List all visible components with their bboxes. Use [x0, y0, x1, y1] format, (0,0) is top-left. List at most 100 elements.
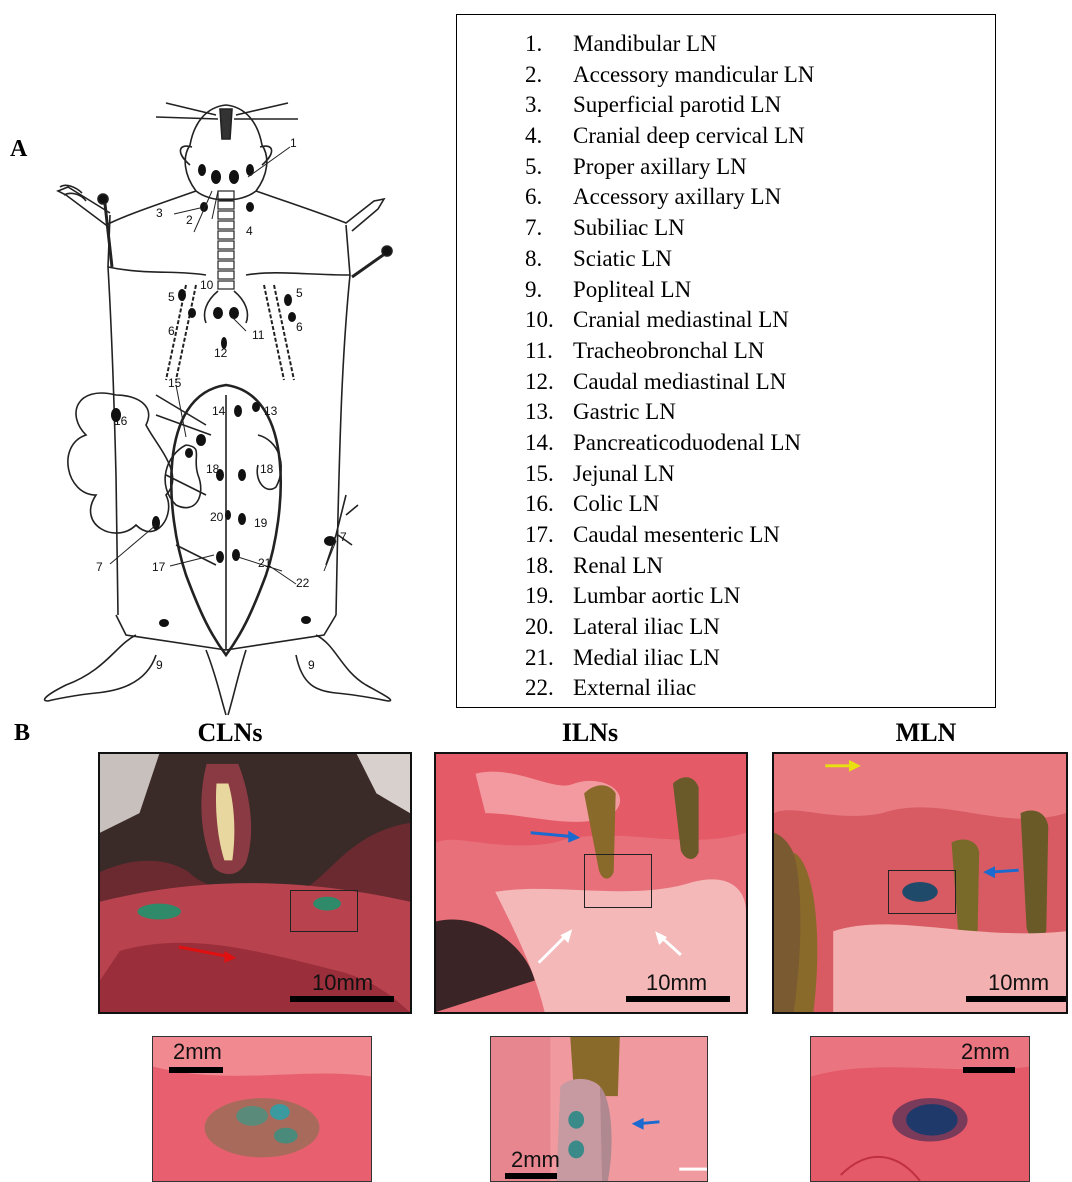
legend-item-number: 18. — [525, 551, 573, 582]
diagram-label-10: 10 — [200, 278, 214, 292]
diagram-label-11: 11 — [252, 328, 265, 342]
cln-inset-scale-bar — [169, 1067, 223, 1073]
legend-item-name: Gastric LN — [573, 397, 676, 428]
legend-item: 19.Lumbar aortic LN — [525, 581, 814, 612]
legend-item-name: Colic LN — [573, 489, 659, 520]
iln-inset-photo: 2mm — [490, 1036, 708, 1182]
legend-item-number: 12. — [525, 367, 573, 398]
legend-item-number: 14. — [525, 428, 573, 459]
legend-item-name: Cranial deep cervical LN — [573, 121, 805, 152]
legend-item: 14.Pancreaticoduodenal LN — [525, 428, 814, 459]
diagram-label-18: 18 — [206, 462, 220, 476]
mln-inset-scale-bar — [963, 1067, 1015, 1073]
legend-item-number: 11. — [525, 336, 573, 367]
legend-item-number: 5. — [525, 152, 573, 183]
iln-photo: 10mm — [434, 752, 748, 1014]
legend-item-name: Medial iliac LN — [573, 643, 720, 674]
panel-b-letter: B — [14, 720, 30, 747]
legend-item-name: Lumbar aortic LN — [573, 581, 740, 612]
legend-item: 1.Mandibular LN — [525, 29, 814, 60]
legend-item: 2.Accessory mandicular LN — [525, 60, 814, 91]
legend-item-name: Subiliac LN — [573, 213, 685, 244]
rat-anatomy-diagram: 1 2 3 4 5 5 6 6 7 7 9 9 10 11 12 13 14 1… — [6, 95, 446, 720]
legend-item: 3.Superficial parotid LN — [525, 90, 814, 121]
legend-item: 17.Caudal mesenteric LN — [525, 520, 814, 551]
legend-item-number: 3. — [525, 90, 573, 121]
column-title-ilns: ILNs — [510, 718, 670, 748]
diagram-label-7: 7 — [340, 530, 347, 544]
legend-item: 10.Cranial mediastinal LN — [525, 305, 814, 336]
legend-item: 15.Jejunal LN — [525, 459, 814, 490]
legend-item-number: 13. — [525, 397, 573, 428]
legend-item-number: 4. — [525, 121, 573, 152]
cln-scale-bar — [290, 996, 394, 1002]
diagram-label-7b: 7 — [96, 560, 103, 574]
diagram-label-5: 5 — [168, 290, 175, 304]
legend-item: 20.Lateral iliac LN — [525, 612, 814, 643]
legend-item-number: 1. — [525, 29, 573, 60]
legend-item: 11.Tracheobronchal LN — [525, 336, 814, 367]
column-title-clns: CLNs — [150, 718, 310, 748]
legend-item: 8.Sciatic LN — [525, 244, 814, 275]
legend-item-name: Lateral iliac LN — [573, 612, 720, 643]
legend-item-name: Superficial parotid LN — [573, 90, 781, 121]
legend-item-name: Tracheobronchal LN — [573, 336, 764, 367]
legend-item: 13.Gastric LN — [525, 397, 814, 428]
mln-scale-label: 10mm — [988, 970, 1049, 996]
diagram-label-14: 14 — [212, 404, 226, 418]
legend-item-name: Proper axillary LN — [573, 152, 747, 183]
legend-item-number: 8. — [525, 244, 573, 275]
legend-item-name: Cranial mediastinal LN — [573, 305, 789, 336]
legend-item-number: 16. — [525, 489, 573, 520]
diagram-label-3: 3 — [156, 206, 163, 220]
legend-item-name: Accessory mandicular LN — [573, 60, 814, 91]
legend-item: 22.External iliac — [525, 673, 814, 704]
diagram-label-22: 22 — [296, 576, 310, 590]
legend-item-name: Caudal mesenteric LN — [573, 520, 780, 551]
legend-item-name: Mandibular LN — [573, 29, 717, 60]
diagram-label-2: 2 — [186, 213, 193, 227]
diagram-label-18b: 18 — [260, 462, 274, 476]
iln-inset-box — [584, 854, 652, 908]
legend-item: 5.Proper axillary LN — [525, 152, 814, 183]
mln-inset-photo: 2mm — [810, 1036, 1030, 1182]
legend-item: 16.Colic LN — [525, 489, 814, 520]
iln-inset-scale-bar — [505, 1173, 557, 1179]
diagram-label-9b: 9 — [308, 658, 315, 672]
column-title-mln: MLN — [846, 718, 1006, 748]
legend-item: 9.Popliteal LN — [525, 275, 814, 306]
legend-item-number: 17. — [525, 520, 573, 551]
diagram-label-4: 4 — [246, 224, 253, 238]
legend-item-name: External iliac — [573, 673, 696, 704]
legend-item-name: Caudal mediastinal LN — [573, 367, 786, 398]
legend-item-name: Pancreaticoduodenal LN — [573, 428, 801, 459]
legend-item-number: 22. — [525, 673, 573, 704]
legend-item-number: 10. — [525, 305, 573, 336]
legend-item-number: 2. — [525, 60, 573, 91]
cln-photo: 10mm — [98, 752, 412, 1014]
diagram-label-21: 21 — [258, 556, 272, 570]
iln-scale-label: 10mm — [646, 970, 707, 996]
legend-item: 18.Renal LN — [525, 551, 814, 582]
legend-item-number: 7. — [525, 213, 573, 244]
diagram-label-9: 9 — [156, 658, 163, 672]
diagram-label-12: 12 — [214, 346, 228, 360]
legend-item-number: 15. — [525, 459, 573, 490]
legend-item: 12.Caudal mediastinal LN — [525, 367, 814, 398]
diagram-label-6b: 6 — [296, 320, 303, 334]
mln-inset-box — [888, 870, 956, 914]
legend-item-name: Renal LN — [573, 551, 663, 582]
iln-inset-scale-label: 2mm — [511, 1147, 560, 1173]
legend-item-name: Jejunal LN — [573, 459, 675, 490]
diagram-label-5b: 5 — [296, 286, 303, 300]
iln-scale-bar — [626, 996, 730, 1002]
legend-item-name: Accessory axillary LN — [573, 182, 781, 213]
diagram-label-17: 17 — [152, 560, 166, 574]
legend-item-number: 21. — [525, 643, 573, 674]
diagram-label-20: 20 — [210, 510, 224, 524]
legend-item: 4.Cranial deep cervical LN — [525, 121, 814, 152]
cln-inset-photo: 2mm — [152, 1036, 372, 1182]
mln-scale-bar — [966, 996, 1066, 1002]
